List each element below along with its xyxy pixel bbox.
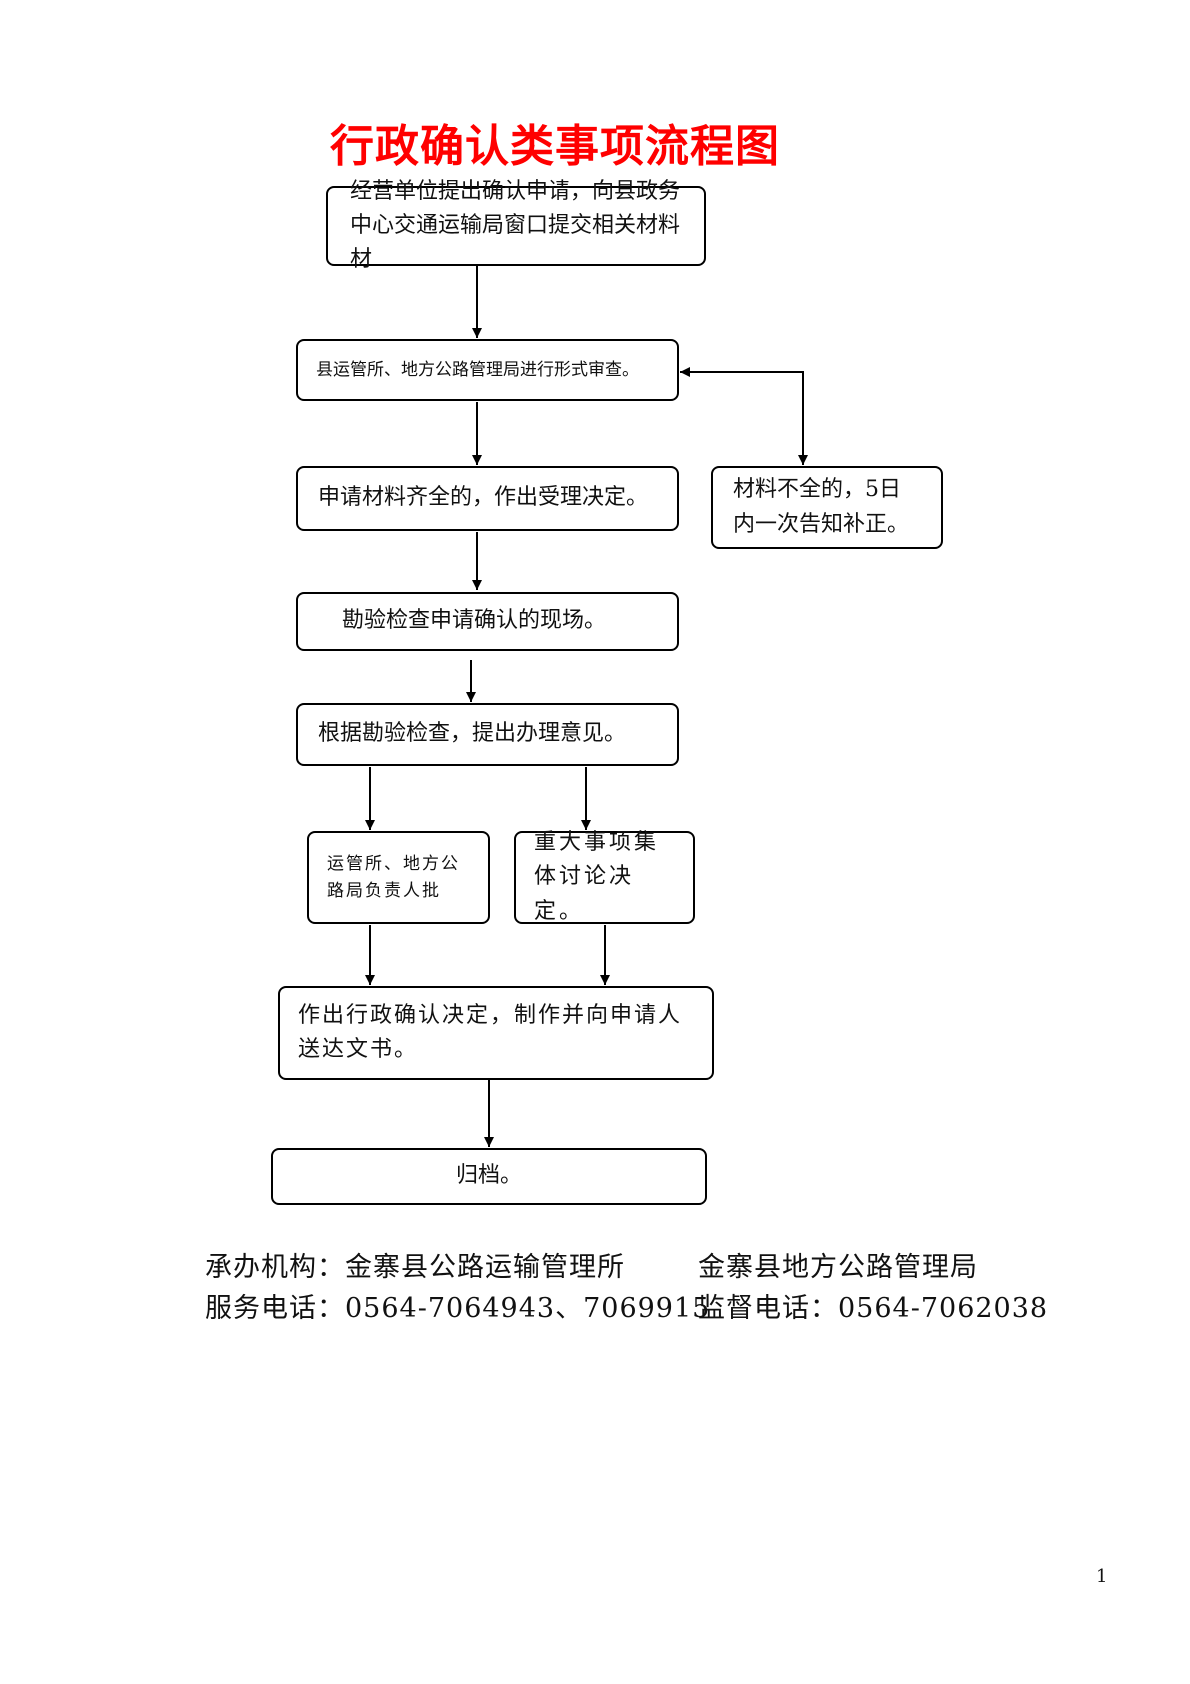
step-collective: 重大事项集体讨论决定。 <box>514 830 695 924</box>
step-accept: 申请材料齐全的，作出受理决定。 <box>296 466 679 531</box>
arrow-review-to-incomplete <box>680 371 808 465</box>
footer-service-phone: 0564-7064943、7069915 <box>345 1293 711 1324</box>
step-incomplete-text: 材料不全的，5日内一次告知补正。 <box>733 477 910 537</box>
footer-supervise-label: 监督电话： <box>698 1293 838 1324</box>
footer-org1: 金寨县公路运输管理所 <box>345 1252 625 1283</box>
step-archive: 归档。 <box>271 1148 707 1205</box>
footer-org2-text: 金寨县地方公路管理局 <box>698 1252 978 1283</box>
step-decision: 作出行政确认决定，制作并向申请人送达文书。 <box>278 986 714 1080</box>
step-accept-text: 申请材料齐全的，作出受理决定。 <box>318 485 649 511</box>
step-approve: 运管所、地方公路局负责人批 <box>307 831 490 924</box>
footer-org-row: 承办机构：金寨县公路运输管理所 <box>205 1245 625 1284</box>
footer-supervise-phone: 0564-7062038 <box>838 1293 1049 1324</box>
page-number: 1 <box>1096 1566 1108 1587</box>
footer-org2: 金寨县地方公路管理局 <box>698 1245 978 1284</box>
step-inspect-text: 勘验检查申请确认的现场。 <box>342 608 607 634</box>
step-inspect: 勘验检查申请确认的现场。 <box>296 592 679 651</box>
step-approve-text: 运管所、地方公路局负责人批 <box>327 854 460 901</box>
footer-org-label: 承办机构： <box>205 1252 345 1283</box>
step-opinion-text: 根据勘验检查，提出办理意见。 <box>318 721 627 747</box>
step-collective-text: 重大事项集体讨论决定。 <box>534 830 660 924</box>
step-review-text: 县运管所、地方公路管理局进行形式审查。 <box>316 359 639 380</box>
step-review: 县运管所、地方公路管理局进行形式审查。 <box>296 339 679 401</box>
step-apply: 经营单位提出确认申请，向县政务中心交通运输局窗口提交相关材料材 <box>326 179 706 272</box>
footer-service-row: 服务电话：0564-7064943、7069915 <box>205 1286 710 1325</box>
step-archive-text: 归档。 <box>455 1163 522 1189</box>
footer-service-label: 服务电话： <box>205 1293 345 1324</box>
step-apply-text: 经营单位提出确认申请，向县政务中心交通运输局窗口提交相关材料材 <box>350 178 681 273</box>
page-title: 行政确认类事项流程图 <box>330 121 780 172</box>
step-opinion: 根据勘验检查，提出办理意见。 <box>296 703 679 766</box>
step-decision-text: 作出行政确认决定，制作并向申请人送达文书。 <box>298 1002 683 1062</box>
step-incomplete: 材料不全的，5日内一次告知补正。 <box>711 466 943 549</box>
footer-supervise-row: 监督电话：0564-7062038 <box>698 1286 1048 1325</box>
